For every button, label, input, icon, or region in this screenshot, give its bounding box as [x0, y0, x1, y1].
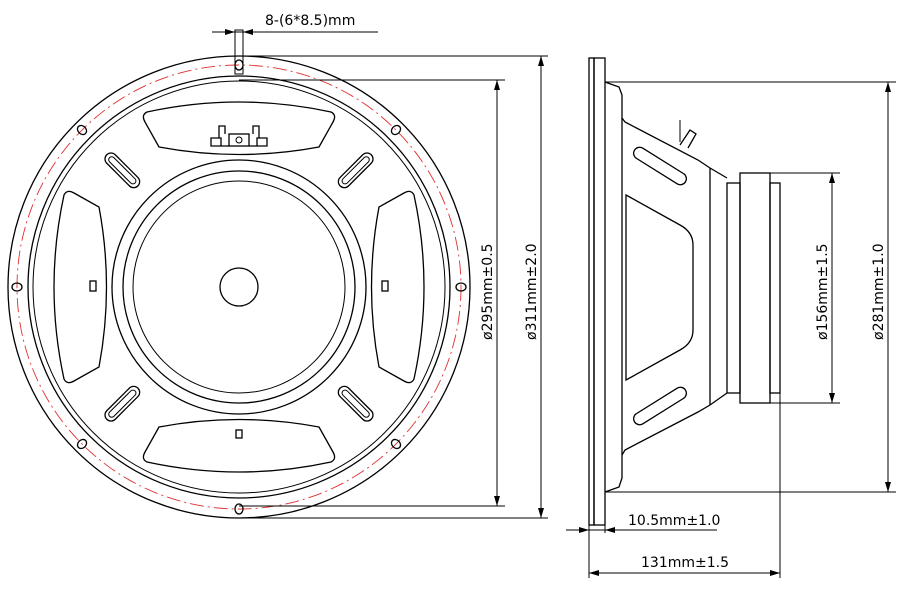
label-dia-281: ø281mm±1.0 [871, 243, 887, 340]
label-dia-156: ø156mm±1.5 [815, 243, 831, 340]
mounting-holes [11, 59, 467, 515]
front-view [7, 55, 471, 519]
bolt-circle-centerline [16, 64, 462, 510]
terminal [210, 125, 268, 147]
front-dimensions: ø295mm±0.5 ø311mm±2.0 [239, 55, 548, 519]
hole-dimension: 8-(6*8.5)mm [212, 13, 378, 75]
label-mounting-holes: 8-(6*8.5)mm [265, 13, 355, 29]
label-flange-thickness: 10.5mm±1.0 [628, 513, 720, 529]
label-depth: 131mm±1.5 [641, 555, 729, 571]
basket-slots [101, 149, 377, 425]
label-dia-295: ø295mm±0.5 [480, 243, 496, 340]
label-dia-311: ø311mm±2.0 [524, 243, 540, 340]
dust-cap [219, 267, 259, 307]
side-view [588, 57, 781, 526]
side-dimensions: ø156mm±1.5 ø281mm±1.0 10.5mm±1.0 131mm±1… [566, 81, 896, 578]
lugs [89, 280, 389, 439]
